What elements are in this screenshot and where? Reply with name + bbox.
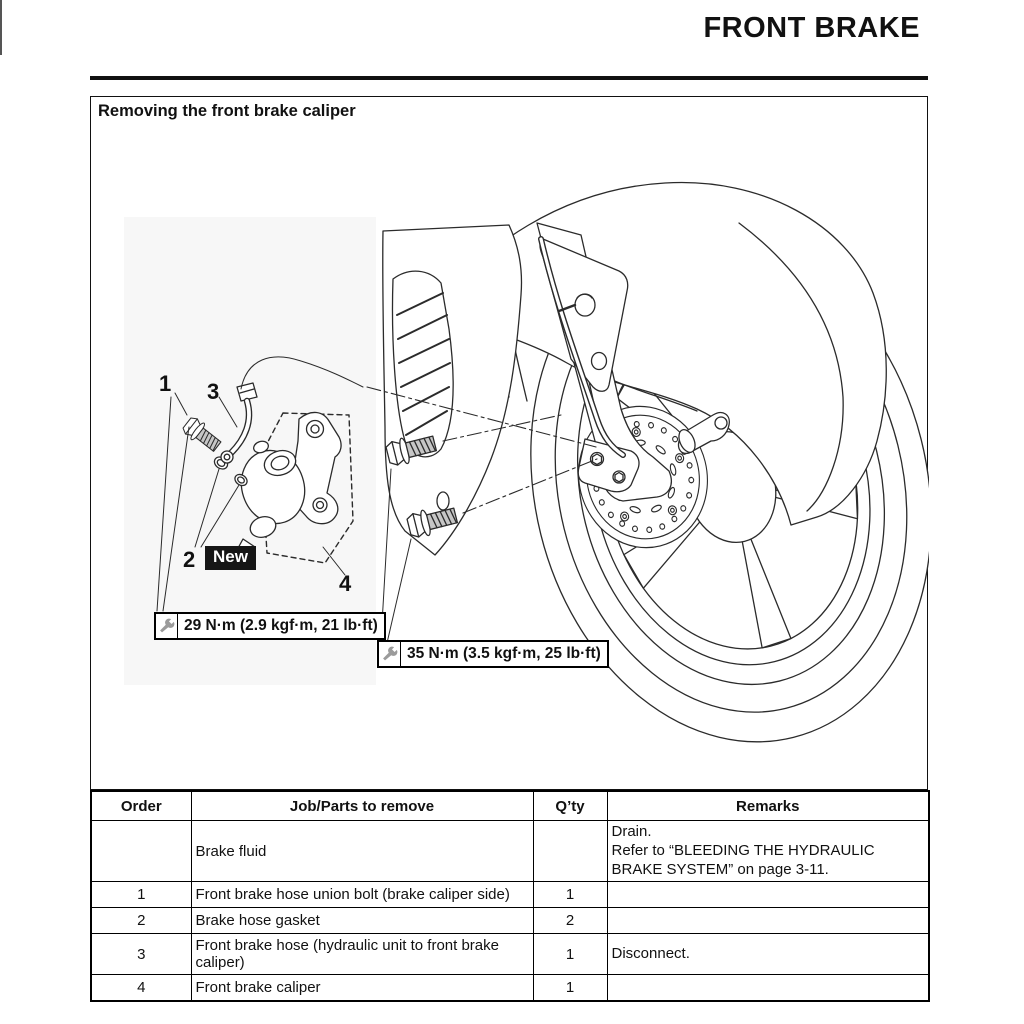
diagram-box: Removing the front brake caliper 1 3 2 4… [90,96,929,790]
header-order: Order [90,790,192,821]
cell-remarks [606,974,930,1002]
cell-order: 4 [90,974,192,1002]
table-header-row: Order Job/Parts to remove Q’ty Remarks [90,790,930,821]
page-edge-mark [0,0,2,55]
table-row: 2 Brake hose gasket 2 [90,907,930,935]
table-row: Brake fluid Drain. Refer to “BLEEDING TH… [90,819,930,883]
torque-value: 35 N·m (3.5 kgf·m, 25 lb·ft) [407,645,601,662]
cell-order: 2 [90,907,192,935]
torque-label-2: 35 N·m (3.5 kgf·m, 25 lb·ft) [377,640,609,668]
header-remarks: Remarks [606,790,930,821]
callout-1: 1 [159,371,172,396]
section-title: Removing the front brake caliper [98,102,356,120]
header-qty: Q’ty [532,790,608,821]
brake-caliper-illustration [124,181,929,743]
page-title: FRONT BRAKE [703,12,920,44]
header-job: Job/Parts to remove [190,790,534,821]
cell-qty: 1 [532,933,608,976]
new-badge: New [205,546,256,570]
table-row: 1 Front brake hose union bolt (brake cal… [90,881,930,909]
wrench-icon [156,614,178,638]
table-row: 3 Front brake hose (hydraulic unit to fr… [90,933,930,976]
cell-qty [532,819,608,883]
cell-job: Brake fluid [190,819,534,883]
title-rule [90,76,928,80]
cell-remarks [606,881,930,909]
cell-remarks: Drain. Refer to “BLEEDING THE HYDRAULIC … [606,819,930,883]
torque-value: 29 N·m (2.9 kgf·m, 21 lb·ft) [184,617,378,634]
cell-qty: 1 [532,974,608,1002]
torque-label-1: 29 N·m (2.9 kgf·m, 21 lb·ft) [154,612,386,640]
table-row: 4 Front brake caliper 1 [90,974,930,1002]
cell-order [90,819,192,883]
callout-4: 4 [339,571,352,596]
cell-order: 1 [90,881,192,909]
cell-job: Front brake caliper [190,974,534,1002]
cell-order: 3 [90,933,192,976]
cell-job: Front brake hose union bolt (brake calip… [190,881,534,909]
parts-table: Order Job/Parts to remove Q’ty Remarks B… [90,790,930,1003]
cell-job: Front brake hose (hydraulic unit to fron… [190,933,534,976]
cell-qty: 1 [532,881,608,909]
wrench-icon [379,642,401,666]
callout-2: 2 [183,547,196,572]
cell-qty: 2 [532,907,608,935]
cell-remarks: Disconnect. [606,933,930,976]
callout-3: 3 [207,379,220,404]
cell-job: Brake hose gasket [190,907,534,935]
cell-remarks [606,907,930,935]
